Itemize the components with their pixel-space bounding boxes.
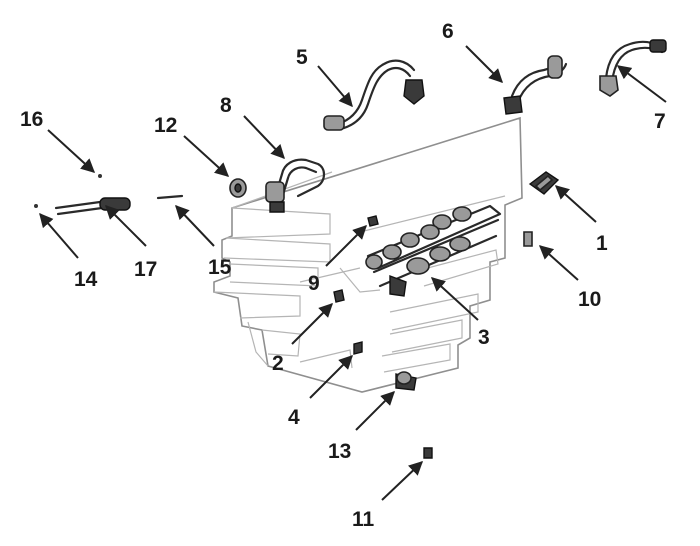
callout-10: 10: [578, 288, 601, 311]
part-14-marker: [34, 204, 38, 208]
leader-7: [616, 65, 667, 103]
callout-12: 12: [154, 114, 177, 137]
callout-3: 3: [478, 326, 490, 349]
leader-1: [554, 185, 597, 223]
callout-15: 15: [208, 256, 232, 279]
part-2-fitting: [333, 289, 345, 303]
leader-2: [291, 303, 333, 345]
callout-14: 14: [74, 268, 98, 291]
part-1-sensor: [528, 171, 560, 195]
part-15-rod: [156, 194, 184, 200]
callout-11: 11: [352, 508, 375, 531]
leader-3: [430, 277, 479, 321]
callout-9: 9: [308, 272, 320, 295]
part-10-bolt: [523, 231, 533, 247]
callout-2: 2: [272, 352, 284, 375]
callout-1: 1: [596, 232, 608, 255]
part-11-pin: [423, 447, 433, 459]
part-17-injector: [54, 197, 131, 216]
callout-17: 17: [134, 258, 157, 281]
part-16-marker: [98, 174, 102, 178]
part-7-fuel-pipe: [599, 39, 667, 97]
callout-13: 13: [328, 440, 351, 463]
part-5-fuel-pipe: [323, 59, 425, 131]
callout-labels: 5 6 7 8 12 16 17 14 15 9 1 10 3 2 4 13 1…: [20, 20, 666, 531]
leader-11: [381, 461, 424, 501]
part-8-fuel-pipe: [265, 158, 326, 213]
part-12-nut: [229, 178, 247, 198]
callout-16: 16: [20, 108, 43, 131]
callout-6: 6: [442, 20, 454, 43]
callout-4: 4: [288, 406, 300, 429]
callout-8: 8: [220, 94, 232, 117]
leader-12: [183, 135, 230, 177]
part-9-fitting: [367, 215, 379, 227]
leader-10: [538, 245, 579, 281]
callout-5: 5: [296, 46, 308, 69]
callout-7: 7: [654, 110, 666, 133]
part-4-fitting: [353, 341, 363, 355]
leader-lines: [39, 45, 667, 501]
part-13-fitting: [395, 371, 417, 391]
leader-14: [39, 212, 79, 259]
leader-6: [465, 45, 503, 83]
leader-4: [309, 355, 353, 399]
leader-16: [47, 129, 96, 173]
part-3-manifold: [365, 204, 502, 297]
leader-13: [355, 391, 395, 431]
part-6-fuel-pipe: [503, 55, 568, 115]
leader-5: [317, 65, 353, 108]
leader-8: [243, 115, 285, 160]
leader-9: [325, 225, 367, 267]
leader-15: [175, 204, 215, 247]
leader-17: [105, 205, 147, 247]
